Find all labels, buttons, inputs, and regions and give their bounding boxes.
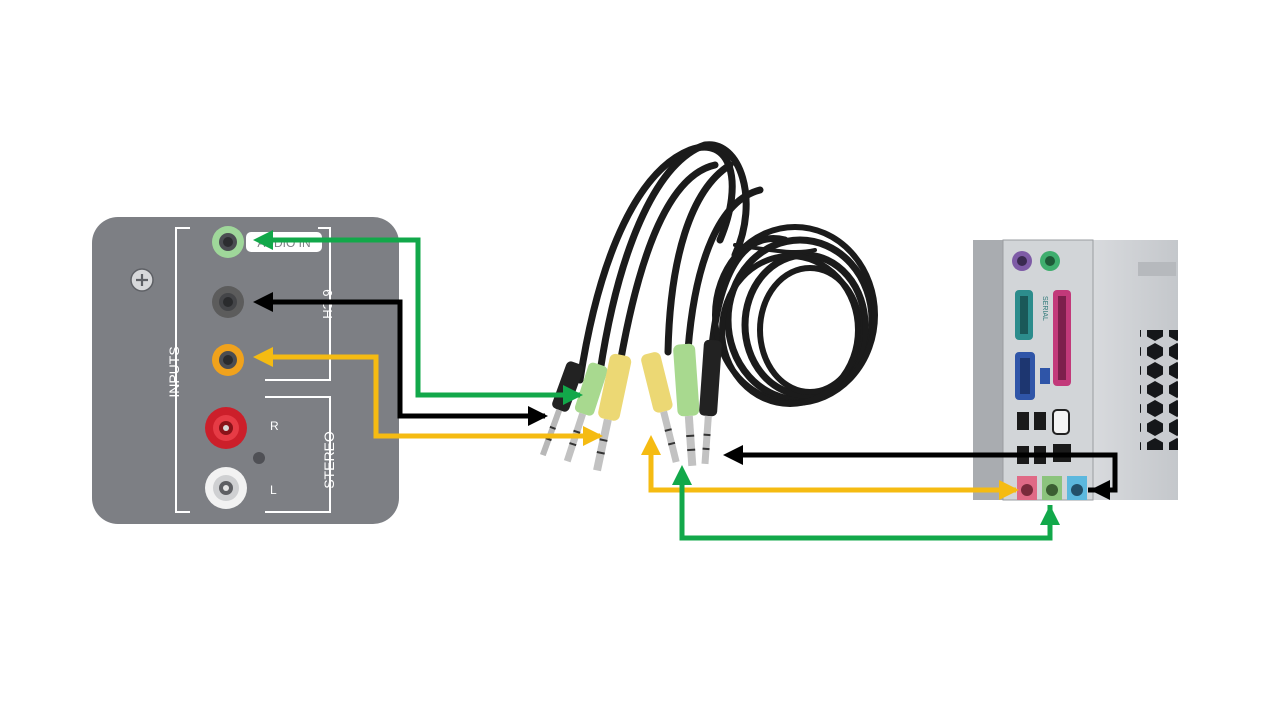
right-channel-label: R (270, 419, 279, 433)
serial-label: SERIAL (1041, 296, 1048, 321)
plug-black-right (699, 339, 722, 465)
blue-tab (1040, 368, 1050, 384)
arrow-green-plug-to-pc (684, 505, 1060, 541)
vga-port[interactable] (1015, 352, 1035, 400)
indicator-dot (253, 452, 265, 464)
pc-line-out-jack-green[interactable] (1042, 476, 1062, 500)
ps2-keyboard-port[interactable] (1012, 251, 1032, 271)
screw-icon (130, 268, 154, 292)
jack-audio-in-green[interactable] (212, 226, 244, 258)
left-channel-label: L (270, 483, 277, 497)
cable-bundle (576, 141, 878, 407)
parallel-port[interactable] (1053, 290, 1071, 386)
ps2-mouse-port[interactable] (1040, 251, 1060, 271)
jack-red-rca[interactable] (205, 407, 247, 449)
input-panel: INPUTS 6 CH STEREO AUDIO IN (92, 217, 399, 524)
usb-ports-top[interactable] (1017, 412, 1046, 430)
pc-line-in-jack-blue[interactable] (1067, 476, 1087, 500)
plug-yellow-right (641, 352, 680, 463)
stereo-label: STEREO (321, 431, 337, 489)
jack-white-rca[interactable] (205, 467, 247, 509)
panel-plate (92, 217, 399, 524)
pc-rear-panel: SERIAL (973, 239, 1178, 501)
jack-black[interactable] (212, 286, 244, 318)
vent-grille (1140, 330, 1178, 450)
inputs-label: INPUTS (166, 346, 182, 397)
inputs-bracket (175, 227, 190, 513)
jack-orange[interactable] (212, 344, 244, 376)
stereo-bracket (265, 396, 331, 513)
firewire-port[interactable] (1052, 409, 1070, 435)
pc-mic-jack-pink[interactable] (1017, 476, 1037, 500)
serial-port[interactable] (1015, 290, 1033, 340)
connection-arrows (253, 230, 1118, 541)
plug-green-right (673, 343, 700, 467)
